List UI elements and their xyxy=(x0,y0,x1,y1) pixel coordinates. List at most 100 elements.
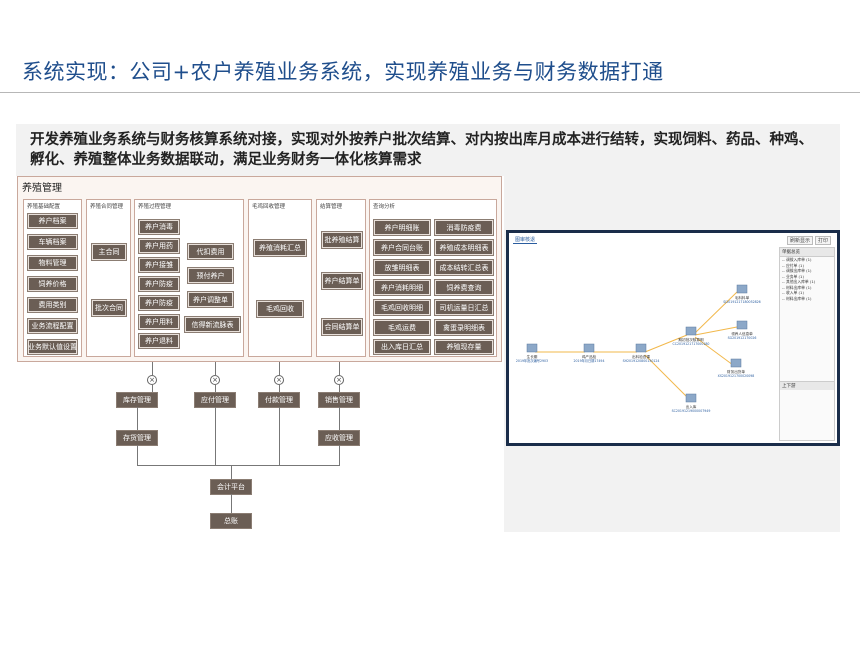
module-box: 养户消毒 xyxy=(139,220,179,234)
page-subtitle: 开发养殖业务系统与财务核算系统对接，实现对外按养户批次结算、对内按出库月成本进行… xyxy=(30,132,813,168)
flow-edges xyxy=(535,291,738,398)
flow-box-inventory: 库存管理 xyxy=(117,393,157,407)
tree-item[interactable]: -- 材料出库单 (1) xyxy=(782,295,812,301)
group-process: 养殖过程管理 养户消毒 养户用药 养户接雏 养户防疫 养户防疫 养户用料 养户退… xyxy=(134,199,244,357)
connector-line xyxy=(137,445,138,465)
breeding-management-panel: 养殖管理 养殖基础配置 养户档案 车辆档案 物料管理 饲养价格 费用类别 业务流… xyxy=(17,176,502,362)
node-name: 出料检查课 xyxy=(632,354,650,359)
module-box: 消毒防疫费 xyxy=(435,220,493,235)
document-icon xyxy=(685,326,697,336)
module-box: 养户接雏 xyxy=(139,258,179,272)
print-button[interactable]: 打印 xyxy=(815,236,832,245)
tree-item[interactable]: -- 其他出入库单 (1) xyxy=(782,279,816,284)
integration-x-icon: × xyxy=(334,375,344,385)
group-query: 查询分析 养户明细账 养户合同台账 放雏明细表 养户消耗明细 毛鸡回收明细 毛鸡… xyxy=(369,199,497,357)
flow-node[interactable]: 领养人信息单 SG201912170026 xyxy=(728,320,757,340)
connector-line xyxy=(152,385,153,393)
module-box: 车辆档案 xyxy=(28,235,77,249)
flow-box-general-ledger: 总账 xyxy=(211,514,251,528)
module-box: 出入库日汇总 xyxy=(374,340,430,354)
document-icon xyxy=(635,343,647,353)
connector-line xyxy=(339,385,340,393)
module-box: 养户明细账 xyxy=(374,220,430,235)
module-box: 养户消耗明细 xyxy=(374,280,430,295)
module-box: 养户合同台账 xyxy=(374,240,430,255)
node-name: 期初批次核算明 xyxy=(678,337,704,342)
node-code: SC20191219000007949 xyxy=(672,409,711,413)
tree-item[interactable]: -- 收入单 (1) xyxy=(782,290,804,295)
module-box: 毛鸡运费 xyxy=(374,320,430,335)
flow-node[interactable]: 毛料料单 SJ20191217180052826 xyxy=(723,284,761,304)
flow-node[interactable]: 期初批次核算明 CC2019121717000180 xyxy=(673,326,710,346)
group-title: 养殖合同管理 xyxy=(90,204,124,210)
tree-item[interactable]: -- 材料出库单 (1) xyxy=(782,284,812,290)
side-panel-title: 单据总览 xyxy=(780,248,834,257)
connector-line xyxy=(339,362,340,375)
flow-box-sales: 销售管理 xyxy=(319,393,359,407)
connector-line xyxy=(137,465,340,466)
system-screenshot: 图审核退 刷新显示 打印 生长期 2019年批次编号2903 鸡产品检 2 xyxy=(506,230,840,446)
tree-item[interactable]: -- 业务单 (1) xyxy=(782,273,804,279)
flow-node[interactable]: 出入库 SC20191219000007949 xyxy=(672,393,711,413)
connector-line xyxy=(231,465,232,480)
side-panel-footer[interactable]: 上下游 xyxy=(780,381,834,390)
module-box: 养户防疫 xyxy=(139,296,179,310)
module-box: 批次合同 xyxy=(92,300,126,316)
flow-node[interactable]: 生长期 2019年批次编号2903 xyxy=(516,343,548,363)
group-title: 养殖过程管理 xyxy=(138,204,172,210)
module-box: 养户用药 xyxy=(139,239,179,253)
flow-edge xyxy=(644,334,688,353)
flow-node[interactable]: 鸡产品检 2019年月日期17494 xyxy=(573,343,605,363)
screenshot-window: 图审核退 刷新显示 打印 生长期 2019年批次编号2903 鸡产品检 2 xyxy=(509,233,837,443)
group-title: 养殖基础配置 xyxy=(27,204,61,210)
module-box: 代扣费用 xyxy=(188,244,233,259)
node-name: 鸡产品检 xyxy=(582,354,597,359)
module-box: 饲养价格 xyxy=(28,277,77,291)
group-settlement: 结算管理 批养殖结算 养户结算单 合同结算单 xyxy=(316,199,366,357)
module-box: 养殖现存量 xyxy=(435,340,493,354)
document-icon xyxy=(736,284,748,294)
flow-edge xyxy=(694,291,738,334)
node-name: 财务出货单 xyxy=(727,369,745,374)
document-flow-graph: 生长期 2019年批次编号2903 鸡产品检 2019年月日期17494 出料检… xyxy=(516,284,761,413)
tab-document-review[interactable]: 图审核退 xyxy=(513,237,538,244)
refresh-button[interactable]: 刷新显示 xyxy=(787,236,814,245)
tree-item[interactable]: -- 调拨入库单 (1) xyxy=(782,257,812,262)
module-box: 信得新流脉表 xyxy=(185,317,240,332)
architecture-diagram: 养殖管理 养殖基础配置 养户档案 车辆档案 物料管理 饲养价格 费用类别 业务流… xyxy=(16,176,504,536)
module-box: 批养殖结算 xyxy=(322,232,362,248)
node-name: 领养人信息单 xyxy=(731,331,753,336)
node-name: 毛料料单 xyxy=(735,295,750,300)
connector-line xyxy=(339,407,340,431)
module-box: 毛鸡回收明细 xyxy=(374,300,430,315)
node-name: 生长期 xyxy=(527,354,538,359)
tree-item[interactable]: -- 调拨出库单 (1) xyxy=(782,268,812,273)
flow-node[interactable]: 出料检查课 SH2019120800130124 xyxy=(623,343,660,363)
flow-edge xyxy=(644,354,688,398)
node-code: 2019年批次编号2903 xyxy=(516,358,548,363)
node-code: SH2019120800130124 xyxy=(623,359,660,363)
integration-x-icon: × xyxy=(210,375,220,385)
module-box: 司机运量日汇总 xyxy=(435,300,493,315)
page-title: 系统实现：公司+农户养殖业务系统，实现养殖业务与财务数据打通 xyxy=(22,60,664,84)
module-box: 预付养户 xyxy=(188,268,233,283)
node-name: 出入库 xyxy=(686,404,697,409)
integration-x-icon: × xyxy=(147,375,157,385)
group-basic-config: 养殖基础配置 养户档案 车辆档案 物料管理 饲养价格 费用类别 业务流程配置 业… xyxy=(23,199,82,357)
integration-x-icon: × xyxy=(274,375,284,385)
connector-line xyxy=(152,362,153,375)
tree-item[interactable]: -- 应付单 (1) xyxy=(782,262,804,268)
module-box: 养户用料 xyxy=(139,315,179,329)
document-icon xyxy=(736,320,748,330)
node-code: SJ20191217180052826 xyxy=(723,300,760,304)
flow-node[interactable]: 财务出货单 XS2019121700020098 xyxy=(718,358,755,378)
connector-line xyxy=(231,494,232,514)
node-code: CC2019121717000180 xyxy=(673,342,710,346)
module-box: 养户结算单 xyxy=(322,273,362,289)
node-code: XS2019121700020098 xyxy=(718,374,755,378)
module-box: 物料管理 xyxy=(28,256,77,270)
group-chicken-recovery: 毛鸡回收管理 养殖消耗汇总 毛鸡回收 xyxy=(248,199,312,357)
module-box: 养户防疫 xyxy=(139,277,179,291)
flow-box-stock: 存货管理 xyxy=(117,431,157,445)
module-box: 主合同 xyxy=(92,244,126,260)
